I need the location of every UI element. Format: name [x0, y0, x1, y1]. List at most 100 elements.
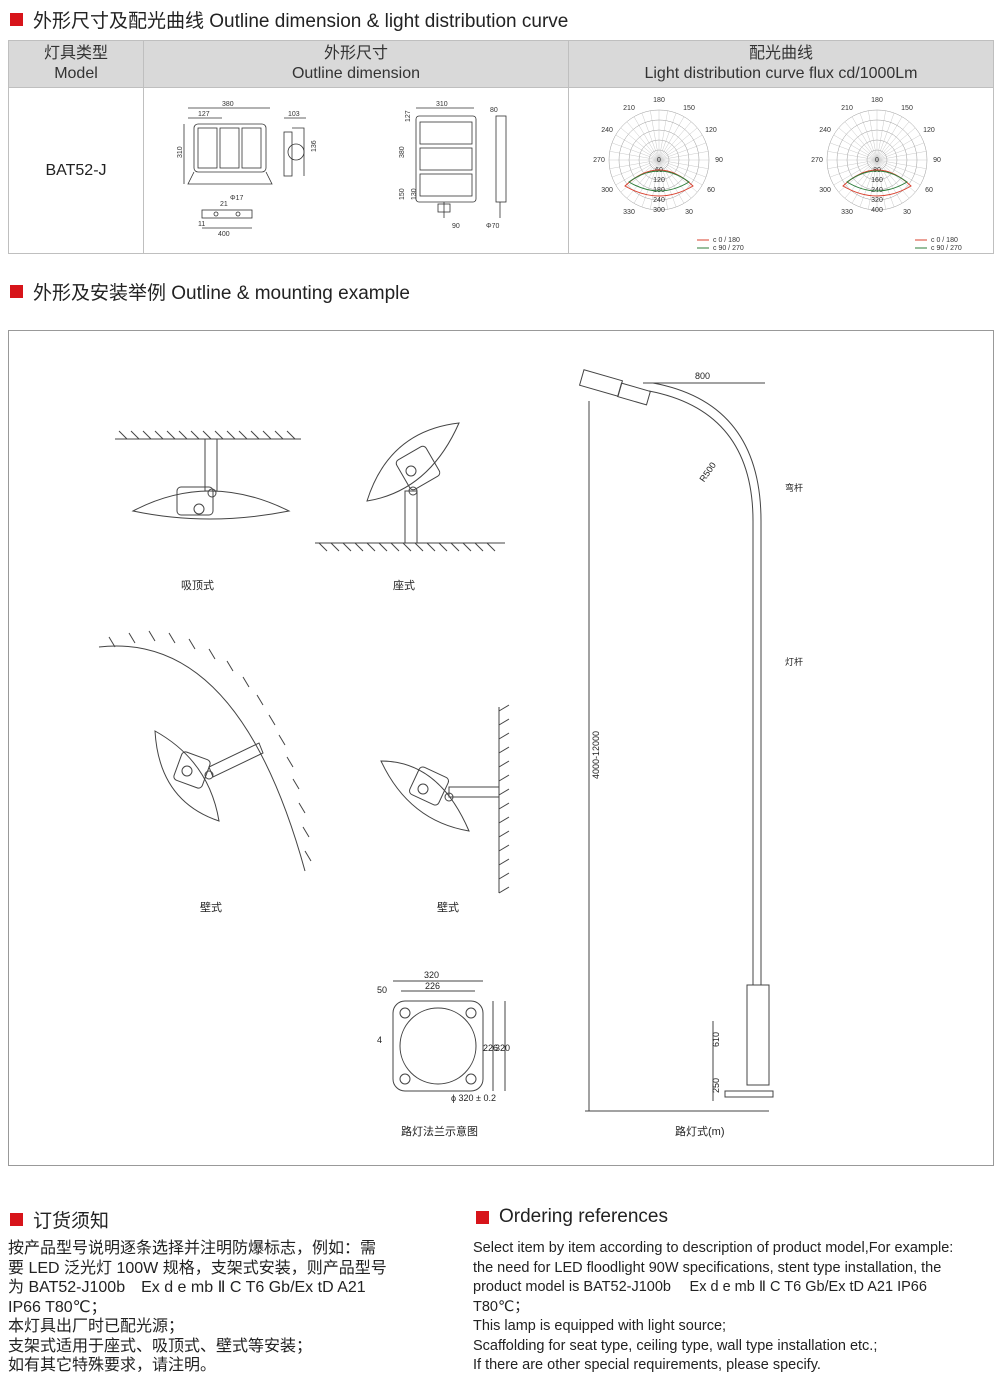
polar-spoke [876, 159, 925, 178]
ordering-en-line: This lamp is equipped with light source; [473, 1318, 727, 1334]
legend-c90: c 90 / 270 [713, 245, 744, 252]
section-title-mounting: 外形及安装举例 Outline & mounting example [10, 278, 410, 305]
dim-127-b: 127 [405, 110, 412, 122]
caption-wall-1: 壁式 [200, 902, 222, 914]
label-bend-arm: 弯杆 [785, 482, 803, 493]
ordering-cn-text: 按产品型号说明逐条选择并注明防爆标志，例如：需 要 LED 泛光灯 100W 规… [8, 1239, 458, 1376]
polar-spoke [876, 151, 927, 161]
section-title-ordering-en: Ordering references [476, 1206, 668, 1228]
polar-spoke [650, 110, 660, 161]
polar-ring-label: 300 [653, 207, 665, 214]
polar-ring-label: 160 [871, 177, 883, 184]
ordering-cn-line: 按产品型号说明逐条选择并注明防爆标志，例如：需 [8, 1240, 377, 1257]
polar-angle-label: 150 [683, 105, 695, 112]
mounting-drawing: 320 226 50 4 226 320 ϕ 320 ± 0.2 800 R50… [98, 369, 803, 1112]
polar-spoke [615, 134, 660, 161]
ordering-en-line: T80℃； [473, 1298, 529, 1315]
dim-127: 127 [198, 111, 210, 118]
dim-310: 310 [177, 146, 184, 158]
polar-angle-label: 120 [923, 127, 935, 134]
polar-angle-label: 0 [657, 157, 661, 164]
polar-angle-label: 300 [819, 187, 831, 194]
polar-angle-label: 210 [841, 105, 853, 112]
polar-spoke [876, 159, 886, 210]
polar-angle-label: 0 [875, 157, 879, 164]
polar-spoke [611, 142, 660, 161]
polar-ring-label: 400 [871, 207, 883, 214]
mounting-examples: 320 226 50 4 226 320 ϕ 320 ± 0.2 800 R50… [8, 330, 994, 1166]
polar-spoke [876, 159, 895, 208]
polar-spoke [609, 159, 660, 169]
wall-mount-1-drawing [98, 630, 312, 872]
polar-spoke [876, 121, 910, 161]
ordering-en-text: Select item by item according to descrip… [473, 1239, 995, 1376]
polar-spoke [620, 127, 660, 161]
ordering-cn-line: 如有其它特殊要求，请注明。 [8, 1357, 217, 1374]
ordering-en-line: Scaffolding for seat type, ceiling type,… [473, 1337, 878, 1354]
polar-spoke [876, 116, 903, 161]
caption-flange: 路灯法兰示意图 [401, 1126, 478, 1138]
table-header: 灯具类型 Model 外形尺寸 Outline dimension 配光曲线 L… [8, 40, 994, 88]
spec-table: 灯具类型 Model 外形尺寸 Outline dimension 配光曲线 L… [8, 40, 994, 254]
flange-dim-226: 226 [425, 981, 440, 991]
caption-ceiling: 吸顶式 [181, 580, 214, 592]
dim-90: 90 [452, 223, 460, 230]
dim-380: 380 [222, 101, 234, 108]
red-square-icon [10, 285, 23, 298]
section-title-ordering-cn: 订货须知 [10, 1206, 109, 1233]
header-curve: 配光曲线 Light distribution curve flux cd/10… [568, 40, 994, 88]
outline-drawing-cell: 380 127 310 103 136 [143, 87, 569, 254]
polar-spoke [833, 159, 878, 186]
polar-spoke [633, 116, 660, 161]
model-cell: BAT52-J [8, 87, 144, 254]
polar-spoke [615, 159, 660, 186]
polar-spoke [658, 116, 685, 161]
dim-150: 150 [399, 188, 406, 200]
polar-angle-label: 330 [623, 209, 635, 216]
dim-250: 250 [711, 1078, 721, 1093]
drawing-top-view: 310 380 127 150 130 90 80 Φ70 [399, 101, 507, 230]
polar-spoke [876, 159, 910, 199]
streetlight-drawing [578, 369, 774, 1112]
flange-dim-phi: ϕ 320 ± 0.2 [451, 1093, 496, 1103]
red-square-icon [10, 13, 23, 26]
polar-angle-label: 60 [925, 187, 933, 194]
polar-spoke [626, 121, 660, 161]
flange-dim-v320: 320 [495, 1043, 510, 1053]
polar-angle-label: 210 [623, 105, 635, 112]
polar-angle-label: 120 [705, 127, 717, 134]
label-pole: 灯杆 [785, 656, 803, 667]
dim-610: 610 [711, 1032, 721, 1047]
ordering-en-line: If there are other special requirements,… [473, 1357, 821, 1373]
polar-spoke [658, 110, 668, 161]
polar-spoke [641, 159, 660, 208]
polar-spoke [868, 110, 878, 161]
polar-spoke [658, 121, 692, 161]
flange-dimensions: 320 226 50 4 226 320 ϕ 320 ± 0.2 [377, 970, 510, 1103]
polar-spoke [641, 112, 660, 161]
polar-spoke [876, 127, 916, 161]
ordering-cn-line: 本灯具出厂时已配光源； [8, 1318, 185, 1335]
curve-c90 [846, 170, 908, 192]
polar-spoke [658, 142, 707, 161]
polar-angle-label: 240 [819, 127, 831, 134]
header-outline: 外形尺寸 Outline dimension [143, 40, 569, 88]
polar-spoke [658, 134, 703, 161]
ceiling-mount-drawing [115, 430, 301, 520]
curve-c0 [624, 169, 694, 197]
polar-spoke [658, 159, 677, 208]
legend-c90: c 90 / 270 [931, 245, 962, 252]
streetlight-labels: 800 R500 弯杆 灯杆 4000-12000 610 250 [591, 371, 803, 1093]
polar-angle-label: 150 [901, 105, 913, 112]
polar-angle-label: 240 [601, 127, 613, 134]
polar-spoke [658, 127, 698, 161]
seat-mount-drawing [315, 422, 505, 552]
caption-streetlight: 路灯式(m) [675, 1126, 725, 1138]
ordering-en-line: Select item by item according to descrip… [473, 1240, 954, 1256]
ordering-en-line: product model is BAT52-J100b Ex d e mb Ⅱ… [473, 1279, 927, 1295]
polar-spoke [876, 159, 903, 204]
polar-spoke [868, 159, 878, 210]
legend-c0: c 0 / 180 [713, 237, 740, 244]
polar-spoke [626, 159, 660, 199]
